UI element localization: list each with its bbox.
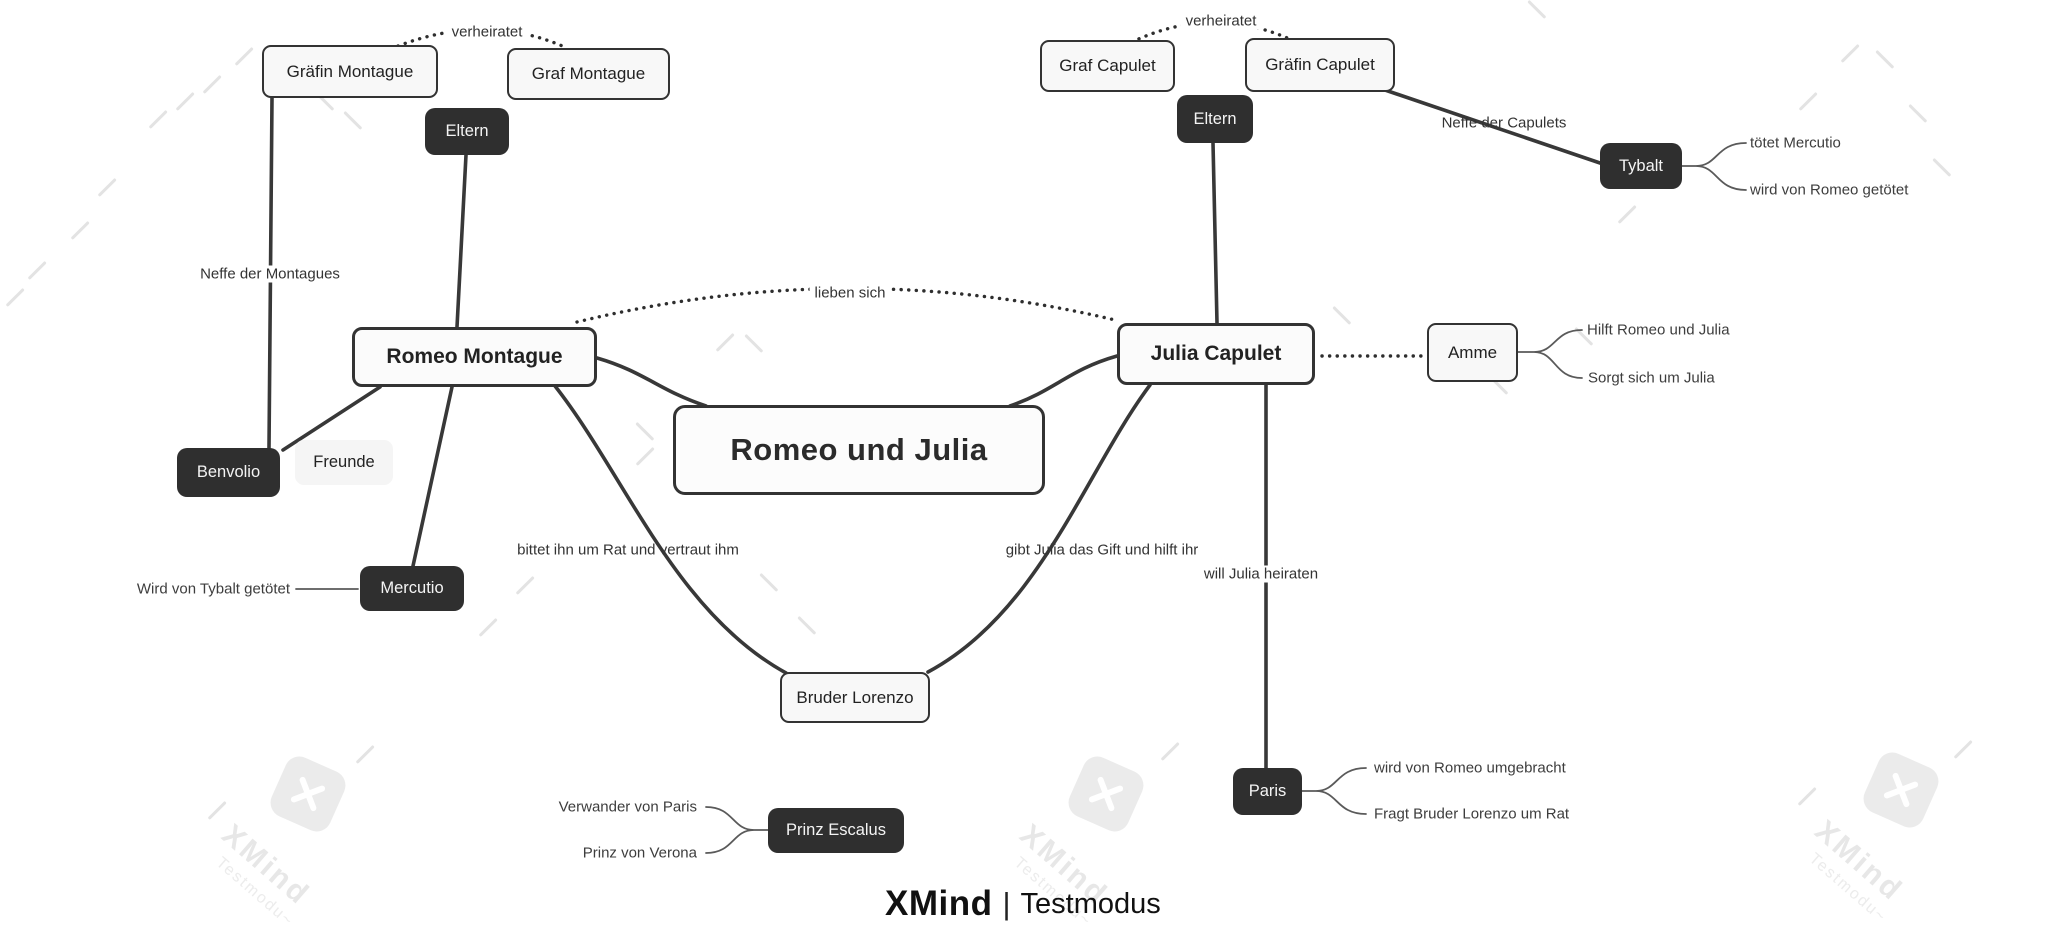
edge-julia-bruder-lorenzo [926,383,1152,674]
node-graefin-capulet[interactable]: Gräfin Capulet [1245,38,1395,92]
node-julia-capulet[interactable]: Julia Capulet [1117,323,1315,385]
edge-romeo-mercutio [411,385,454,568]
footer-brand: XMind [885,884,993,923]
node-prinz-escalus[interactable]: Prinz Escalus [768,808,904,853]
node-tybalt[interactable]: Tybalt [1600,143,1682,189]
edge-label-gibt-gift[interactable]: gibt Julia das Gift und hilft ihr [1005,541,1199,559]
node-bruder-lorenzo[interactable]: Bruder Lorenzo [780,672,930,723]
callout-brace-paris [1301,767,1367,815]
callout-brace-tybalt [1681,142,1747,191]
annotation-mercutio-killed[interactable]: Wird von Tybalt getötet [136,580,290,598]
node-central-topic[interactable]: Romeo und Julia [673,405,1045,495]
annotation-paris-killed[interactable]: wird von Romeo umgebracht [1374,759,1566,777]
edge-romeo-benvolio [281,385,382,452]
relationship-label-verheiratet-montague[interactable]: verheiratet [446,23,528,41]
node-graf-montague[interactable]: Graf Montague [507,48,670,100]
annotation-paris-asks-lorenzo[interactable]: Fragt Bruder Lorenzo um Rat [1374,805,1570,823]
annotation-escalus-prince[interactable]: Prinz von Verona [582,844,697,862]
node-graefin-montague[interactable]: Gräfin Montague [262,45,438,98]
edge-eltern-julia [1211,141,1219,325]
footer-separator: | [1002,886,1011,921]
edge-central-romeo [595,356,708,408]
footer-mode: Testmodus [1020,887,1161,920]
edge-graefin-capulet-tybalt [1383,88,1602,165]
callout-brace-prinz-escalus [705,806,769,854]
relationship-label-verheiratet-capulet[interactable]: verheiratet [1180,12,1262,30]
annotation-amme-helps[interactable]: Hilft Romeo und Julia [1587,321,1730,339]
edge-label-bittet-um-rat[interactable]: bittet ihn um Rat und vertraut ihm [517,541,739,559]
node-graf-capulet[interactable]: Graf Capulet [1040,40,1175,92]
edge-label-neffe-der-capulets[interactable]: Neffe der Capulets [1441,114,1567,132]
node-paris[interactable]: Paris [1233,768,1302,815]
relationship-label-lieben-sich[interactable]: lieben sich [809,284,891,302]
edge-eltern-romeo [455,153,468,329]
annotation-escalus-relative[interactable]: Verwander von Paris [558,798,697,816]
edge-central-julia [1008,354,1119,408]
node-mercutio[interactable]: Mercutio [360,566,464,611]
node-eltern-capulet[interactable]: Eltern [1177,95,1253,143]
callout-brace-amme [1517,329,1583,379]
annotation-tybalt-killed-by-romeo[interactable]: wird von Romeo getötet [1750,181,1909,199]
edge-label-neffe-der-montagues[interactable]: Neffe der Montagues [195,265,345,283]
annotation-tybalt-kills-mercutio[interactable]: tötet Mercutio [1750,134,1841,152]
node-eltern-montague[interactable]: Eltern [425,108,509,155]
edge-romeo-bruder-lorenzo [553,384,788,675]
label-freunde[interactable]: Freunde [295,440,393,485]
node-amme[interactable]: Amme [1427,323,1518,382]
annotation-amme-cares[interactable]: Sorgt sich um Julia [1588,369,1715,387]
node-romeo-montague[interactable]: Romeo Montague [352,327,597,387]
relationship-line-verheiratet-montague[interactable] [396,27,569,50]
node-benvolio[interactable]: Benvolio [177,448,280,497]
xmind-footer-logo: XMind | Testmodus [885,884,1161,924]
edge-label-will-heiraten[interactable]: will Julia heiraten [1198,565,1324,583]
